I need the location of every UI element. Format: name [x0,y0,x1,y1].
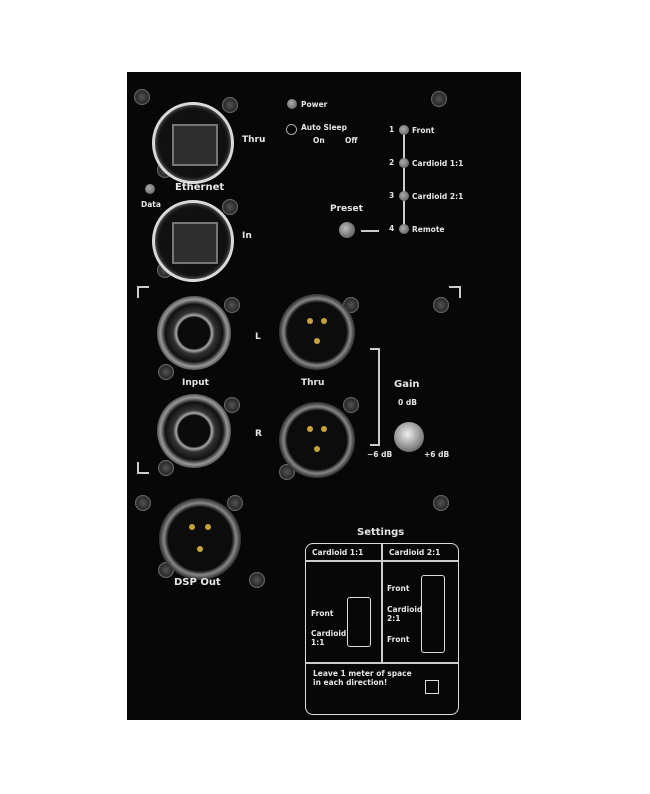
preset-led-cardioid-2-1 [399,191,409,201]
settings-note: Leave 1 meter of space in each direction… [313,669,412,687]
preset-num: 3 [389,191,395,200]
preset-led-cardioid-1-1 [399,158,409,168]
speaker-stack-icon [347,597,371,647]
screw [249,572,265,588]
settings-col2-title: Cardioid 2:1 [389,548,441,557]
preset-label-front: Front [412,126,435,135]
gain-bracket [370,348,380,446]
data-led-label: Data [141,200,161,209]
preset-label-remote: Remote [412,225,445,234]
thru-right-xlr[interactable] [279,402,355,478]
left-label: L [255,332,261,342]
auto-sleep-label: Auto Sleep [301,123,348,132]
screw [158,364,174,380]
settings-c2-front-bottom: Front [387,635,410,644]
dsp-out-label: DSP Out [174,577,221,588]
screw [431,91,447,107]
auto-sleep-on-label: On [313,136,325,145]
data-led [145,184,155,194]
ethernet-label: Ethernet [175,182,225,193]
preset-label: Preset [330,204,363,214]
ethernet-thru-port[interactable] [152,102,234,184]
screw [227,495,243,511]
preset-connector [361,230,379,232]
settings-diagram [305,543,459,715]
settings-c2-front-top: Front [387,584,410,593]
settings-c1-front: Front [311,609,334,618]
dsp-out-xlr[interactable] [159,498,241,580]
auto-sleep-off-label: Off [345,136,358,145]
screw [224,297,240,313]
screw [222,97,238,113]
settings-c1-cardioid: Cardioid 1:1 [311,629,347,647]
screw [343,397,359,413]
gain-knob[interactable] [394,422,424,452]
preset-line [403,130,405,228]
screw [222,199,238,215]
screw [158,460,174,476]
preset-label-cardioid-2-1: Cardioid 2:1 [412,192,464,201]
settings-c2-cardioid: Cardioid 2:1 [387,605,423,623]
thru-left-xlr[interactable] [279,294,355,370]
preset-led-remote [399,224,409,234]
preset-button[interactable] [339,222,355,238]
ethernet-in-port[interactable] [152,200,234,282]
spacing-arrows-icon [425,680,439,694]
preset-num: 2 [389,158,395,167]
screw [224,397,240,413]
input-left-combo-jack[interactable] [157,296,231,370]
preset-label-cardioid-1-1: Cardioid 1:1 [412,159,464,168]
thru-label: Thru [301,378,325,388]
power-label: Power [301,100,328,109]
screw [433,297,449,313]
input-right-combo-jack[interactable] [157,394,231,468]
power-led [287,99,297,109]
preset-led-front [399,125,409,135]
ethernet-thru-label: Thru [242,135,266,145]
settings-title: Settings [357,527,405,538]
screw [135,495,151,511]
right-label: R [255,429,262,439]
gain-0db-label: 0 dB [398,398,417,407]
preset-num: 4 [389,224,395,233]
settings-col1-title: Cardioid 1:1 [312,548,364,557]
screw [134,89,150,105]
auto-sleep-switch[interactable] [286,124,297,135]
gain-max-label: +6 dB [424,450,450,459]
gain-min-label: −6 dB [367,450,393,459]
gain-label: Gain [394,379,420,390]
input-label: Input [182,378,209,388]
preset-num: 1 [389,125,395,134]
screw [433,495,449,511]
speaker-rear-panel: Thru Ethernet Data In Power Auto Sleep O… [127,72,521,720]
ethernet-in-label: In [242,231,252,241]
speaker-stack-icon [421,575,445,653]
